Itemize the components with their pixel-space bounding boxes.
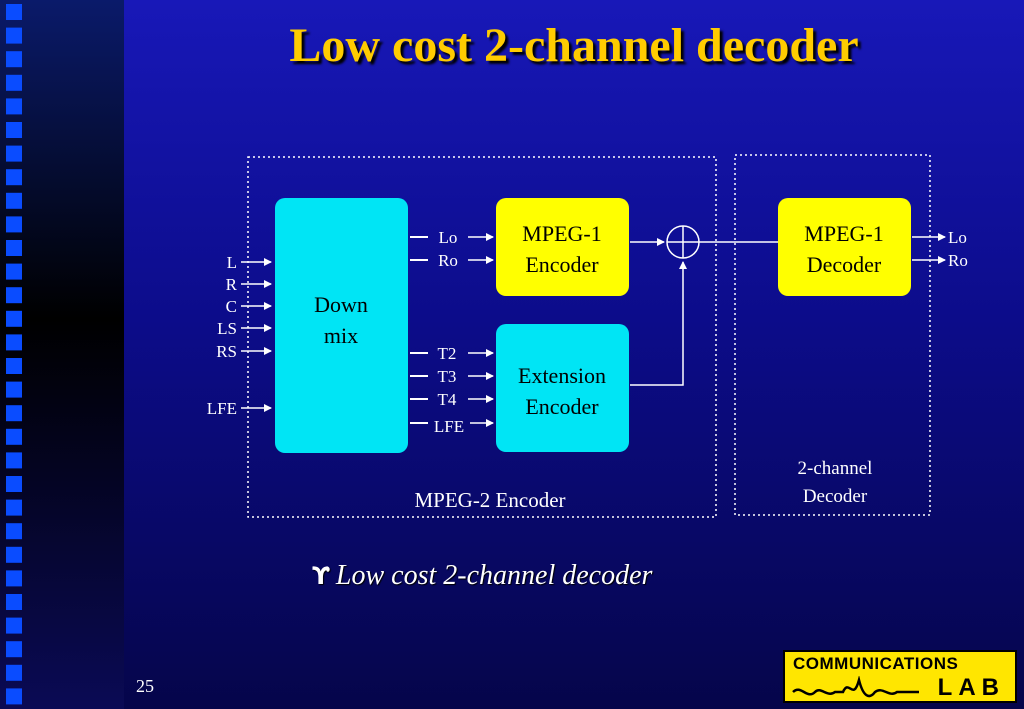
downmix-out-t4: T4 — [438, 390, 457, 409]
side-square — [6, 358, 22, 374]
downmix-label-line2: mix — [324, 323, 358, 348]
mpeg1-decoder-line2: Decoder — [807, 252, 882, 277]
side-square — [6, 4, 22, 20]
extension-encoder-line1: Extension — [518, 363, 606, 388]
decoder-out-lo: Lo — [948, 228, 967, 247]
side-square — [6, 145, 22, 162]
side-square — [6, 523, 22, 540]
side-square — [6, 405, 22, 422]
side-square — [6, 240, 22, 256]
mpeg1-encoder-line2: Encoder — [525, 252, 599, 277]
mpeg1-encoder-box — [496, 198, 629, 296]
side-square — [6, 216, 22, 233]
side-square — [6, 287, 22, 304]
logo-top-text: COMMUNICATIONS — [793, 654, 959, 673]
side-square — [6, 664, 22, 681]
side-square — [6, 122, 22, 138]
two-channel-decoder-label-line1: 2-channel — [798, 458, 873, 479]
side-square — [6, 51, 22, 68]
side-square — [6, 546, 22, 563]
bullet-icon: ϒ — [312, 562, 330, 590]
side-square — [6, 98, 22, 115]
downmix-out-t2: T2 — [438, 344, 457, 363]
downmix-label-line1: Down — [314, 292, 368, 317]
side-square — [6, 617, 22, 634]
decoder-out-ro: Ro — [948, 251, 968, 270]
extension-encoder-box — [496, 324, 629, 452]
downmix-out-t3: T3 — [438, 367, 457, 386]
bullet-text: Low cost 2-channel decoder — [335, 560, 653, 591]
side-square — [6, 499, 22, 516]
side-square — [6, 476, 22, 492]
input-label-rs: RS — [216, 342, 237, 361]
side-square — [6, 263, 22, 280]
extension-encoder-line2: Encoder — [525, 394, 599, 419]
input-label-lfe: LFE — [207, 399, 237, 418]
input-label-ls: LS — [217, 319, 237, 338]
mpeg1-decoder-box — [778, 198, 911, 296]
side-square — [6, 594, 22, 610]
side-squares-decoration — [6, 4, 22, 705]
slide-title: Low cost 2-channel decoder — [289, 19, 859, 72]
downmix-box — [275, 198, 408, 453]
logo-wave-icon — [792, 676, 919, 698]
side-square — [6, 452, 22, 469]
side-square — [6, 641, 22, 658]
communications-lab-logo: COMMUNICATIONS LAB — [783, 650, 1017, 703]
input-label-r: R — [226, 275, 238, 294]
mpeg1-decoder-line1: MPEG-1 — [804, 221, 883, 246]
mpeg2-encoder-group — [247, 156, 717, 518]
side-square — [6, 428, 22, 445]
two-channel-decoder-label-line2: Decoder — [803, 486, 868, 507]
logo-bottom-text: LAB — [937, 674, 1005, 701]
side-square — [6, 310, 22, 327]
side-strip — [0, 0, 124, 709]
input-label-l: L — [227, 253, 237, 272]
side-square — [6, 192, 22, 209]
mpeg2-encoder-label: MPEG-2 Encoder — [414, 488, 565, 512]
side-square — [6, 688, 22, 705]
side-square — [6, 74, 22, 91]
page-number: 25 — [136, 676, 154, 696]
two-channel-decoder-group — [734, 154, 931, 516]
downmix-out-ro: Ro — [438, 251, 458, 270]
side-square — [6, 169, 22, 186]
downmix-out-lo: Lo — [439, 228, 458, 247]
input-label-c: C — [226, 297, 237, 316]
extension-to-sum-line — [630, 261, 687, 386]
downmix-out-lfe: LFE — [434, 417, 464, 436]
side-square — [6, 334, 22, 351]
side-square — [6, 381, 22, 398]
side-square — [6, 570, 22, 587]
side-square — [6, 27, 22, 44]
mpeg1-encoder-line1: MPEG-1 — [522, 221, 601, 246]
